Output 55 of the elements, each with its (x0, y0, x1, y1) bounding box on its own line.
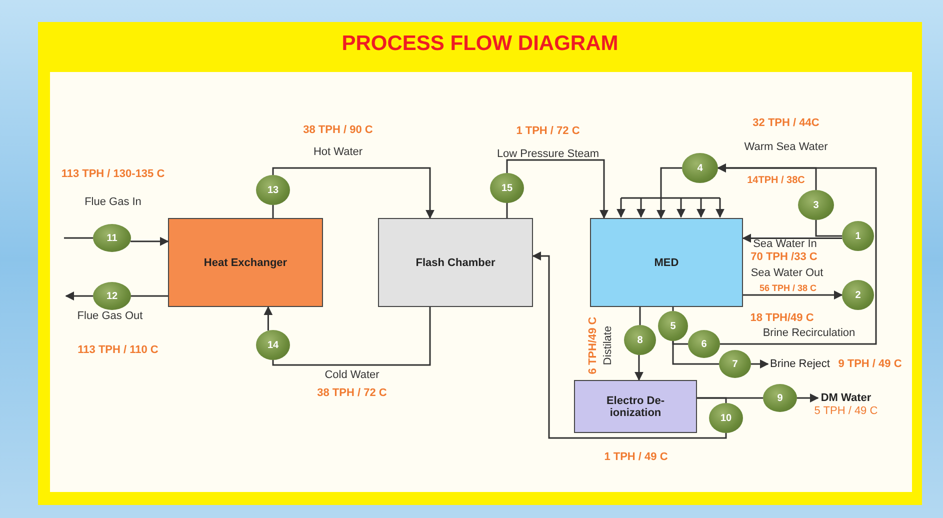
flow-rate-label: 32 TPH / 44C (752, 117, 820, 130)
title: PROCESS FLOW DIAGRAM (340, 32, 620, 56)
flow-arrow (797, 394, 819, 402)
flow-rate-label: 14TPH / 38C (747, 174, 805, 187)
flow-line (697, 397, 727, 403)
flow-arrow (65, 292, 93, 300)
flow-rate-label: 18 TPH/49 C (750, 312, 814, 325)
stream-outlet-label: DM Water (818, 391, 874, 405)
equipment-box: MED (590, 218, 743, 307)
flow-rate-label: 1 TPH / 72 C (516, 125, 580, 138)
flow-line (272, 307, 431, 366)
flow-rate-label: 38 TPH / 90 C (303, 124, 373, 137)
flow-arrow (532, 252, 727, 439)
flow-line (672, 341, 719, 365)
flow-rate-label: 9 TPH / 49 C (838, 358, 902, 371)
stream-name-label: Flue Gas Out (77, 310, 143, 323)
equipment-box: Heat Exchanger (168, 218, 323, 307)
flow-line (672, 307, 674, 311)
stream-name-label: Brine Recirculation (762, 327, 856, 340)
flow-arrow (634, 354, 644, 381)
flow-line (815, 220, 842, 237)
stream-name-label: Low Pressure Steam (496, 148, 600, 161)
flow-line (272, 205, 274, 218)
stream-name-label: Flue Gas In (84, 196, 142, 209)
flow-arrow (717, 164, 877, 345)
flow-arrow (264, 306, 273, 331)
flow-rate-label: 56 TPH / 38 C (759, 282, 817, 295)
flow-arrow (130, 236, 169, 246)
flow-arrow (743, 290, 843, 300)
flow-line (64, 237, 93, 239)
flow-arrow (272, 167, 434, 219)
stream-outlet-label: Brine Reject (768, 357, 832, 371)
equipment-box: Electro De-ionization (574, 380, 697, 433)
stream-name-label: Distilate (602, 325, 616, 365)
flow-line (131, 295, 168, 297)
flow-arrow (656, 167, 682, 219)
flow-rate-label: 5 TPH / 49 C (814, 405, 878, 418)
flow-rate-label: 113 TPH / 130-135 C (61, 168, 165, 181)
stream-name-label: Warm Sea Water (744, 141, 828, 154)
flow-line (639, 307, 641, 325)
flow-arrow (742, 234, 842, 243)
stream-name-label: Hot Water (313, 146, 363, 159)
flow-rate-label: 113 TPH / 110 C (78, 344, 158, 357)
equipment-box: Flash Chamber (378, 218, 533, 307)
flow-arrow (751, 360, 769, 368)
flow-rate-label: 38 TPH / 72 C (317, 387, 387, 400)
stream-name-label: Sea Water Out (750, 267, 824, 280)
flow-rate-label: 6 TPH/49 C (588, 316, 600, 374)
stream-name-label: Sea Water In (753, 238, 817, 251)
flow-arrow (506, 159, 608, 219)
stream-name-label: Cold Water (324, 369, 380, 382)
flow-line (506, 203, 508, 218)
flow-rate-label: 1 TPH / 49 C (604, 451, 668, 464)
flow-line (672, 341, 688, 345)
flow-rate-label: 70 TPH /33 C (750, 251, 818, 264)
